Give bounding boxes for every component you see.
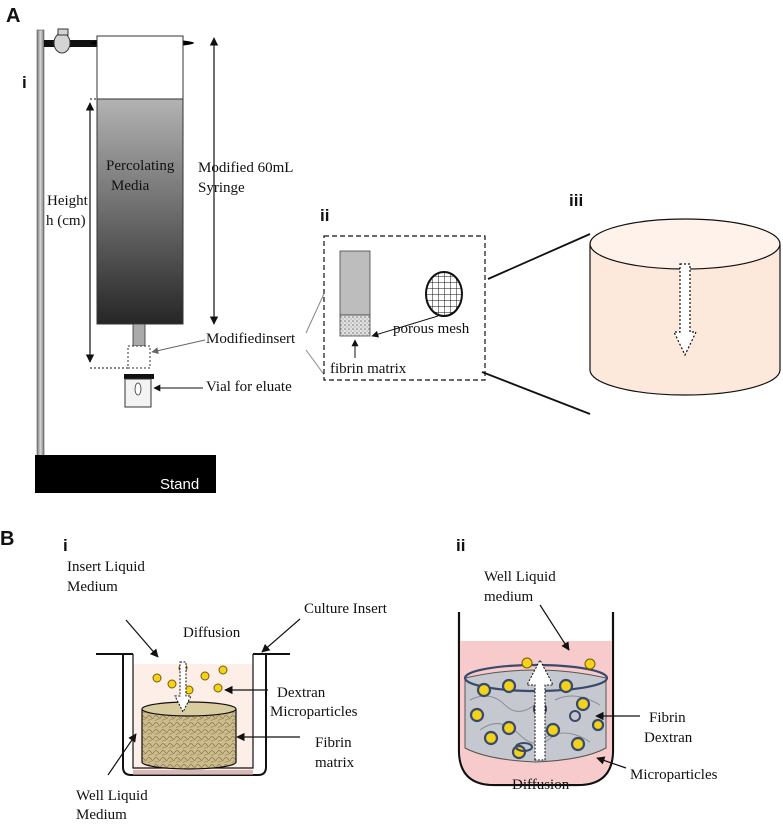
microparticle [584,658,596,670]
porous-mesh-disk [425,271,463,317]
syringe-empty-top [96,35,184,100]
porous-mesh-label: porous mesh [393,321,470,337]
panel-a-ii-label: ii [320,206,329,225]
stand-base [35,455,216,493]
insert-tube [339,250,371,316]
insert-liquid-label-1: Insert Liquid [67,559,145,575]
fibrin-strand [554,695,601,706]
microparticle [575,696,591,712]
matrix-cylinder-top [589,218,781,270]
insert-liquid-label-2: Medium [67,579,118,595]
clamp-knob [53,32,71,54]
panel-b-ii-label: ii [456,536,465,555]
microparticle [521,657,533,669]
dextran-label-2: Microparticles [270,704,358,720]
panel-a-label: A [6,5,20,27]
percolating-media-label-1: Percolating [106,158,175,174]
microparticle [218,665,228,675]
porous-mesh-pointer [371,315,439,338]
diffusion-arrow-ii [526,658,554,761]
culture-insert-pointer [261,618,301,653]
vial-cap [124,374,154,379]
modified-insert-label: Modifiedinsert [206,331,296,347]
vial-label: Vial for eluate [206,379,292,395]
panel-b-label: B [0,528,14,550]
microparticle [200,671,210,681]
fibrin-matrix-label: fibrin matrix [330,361,407,377]
fibrin-label-2: matrix [315,755,355,771]
diffusion-label-i: Diffusion [183,625,241,641]
expand-line-upper [487,233,591,280]
fibrin2-label-1: Fibrin [649,710,686,726]
fibrin-label-1: Fibrin [315,735,352,751]
modified-insert [127,345,151,369]
diffusion2-label: Diffusion [512,777,570,793]
microparticle [167,679,177,689]
insert-liquid-pointer [125,619,159,658]
well-liquid-label-2: Medium [76,807,127,823]
fibrin-strand [479,723,561,744]
well-liquid-pointer [107,733,137,776]
well-liquid-label-1: Well Liquid [76,788,148,804]
fibrin-matrix-cylinder [141,709,237,770]
microparticles-pointer [596,756,627,769]
stand-pole [36,29,45,459]
insert-fibrin-plug [339,314,371,337]
height-label-1: Height [47,193,89,209]
clamp-arm [44,40,98,47]
fibrin2-label-2: Dextran [644,730,693,746]
syringe-label-1: Modified 60mL [198,160,293,176]
diffusion-arrow-i [174,661,192,714]
microparticle [558,678,574,694]
clamp-screw [57,28,69,36]
stand-label: Stand [160,476,199,493]
microparticle [501,720,517,736]
dextran-label-1: Dextran [277,685,326,701]
microparticle [501,678,517,694]
microparticle [545,722,561,738]
percolating-media-label-2: Media [111,178,150,194]
flow-direction-arrow [673,263,697,357]
empty-microparticle [569,710,581,722]
microparticles-label: Microparticles [630,767,718,783]
syringe-label-2: Syringe [198,180,245,196]
well-bottom-medium [133,770,253,775]
well-liquid2-label-1: Well Liquid [484,569,556,585]
height-label-2: h (cm) [46,213,86,229]
microparticle [476,682,492,698]
microparticle [469,707,485,723]
syringe-percolating-media [96,98,184,325]
empty-microparticle [515,742,533,752]
microparticle [213,683,223,693]
microparticle [570,736,586,752]
panel-a-i-label: i [22,73,27,92]
modified-insert-pointer [151,339,206,355]
well-liquid2-pointer [539,604,570,651]
microparticle [591,718,605,732]
culture-insert-label: Culture Insert [304,601,388,617]
vial-window [134,382,142,396]
panel-a-iii-label: iii [569,191,583,210]
microparticle [483,730,499,746]
microparticle [152,673,162,683]
fibrin-matrix-top [141,701,237,717]
well-liquid2-label-2: medium [484,589,533,605]
panel-b-i-label: i [63,536,68,555]
well-b-ii [457,612,615,787]
expand-line-lower [481,371,591,415]
microparticle [511,744,527,760]
syringe-tip [132,323,146,347]
